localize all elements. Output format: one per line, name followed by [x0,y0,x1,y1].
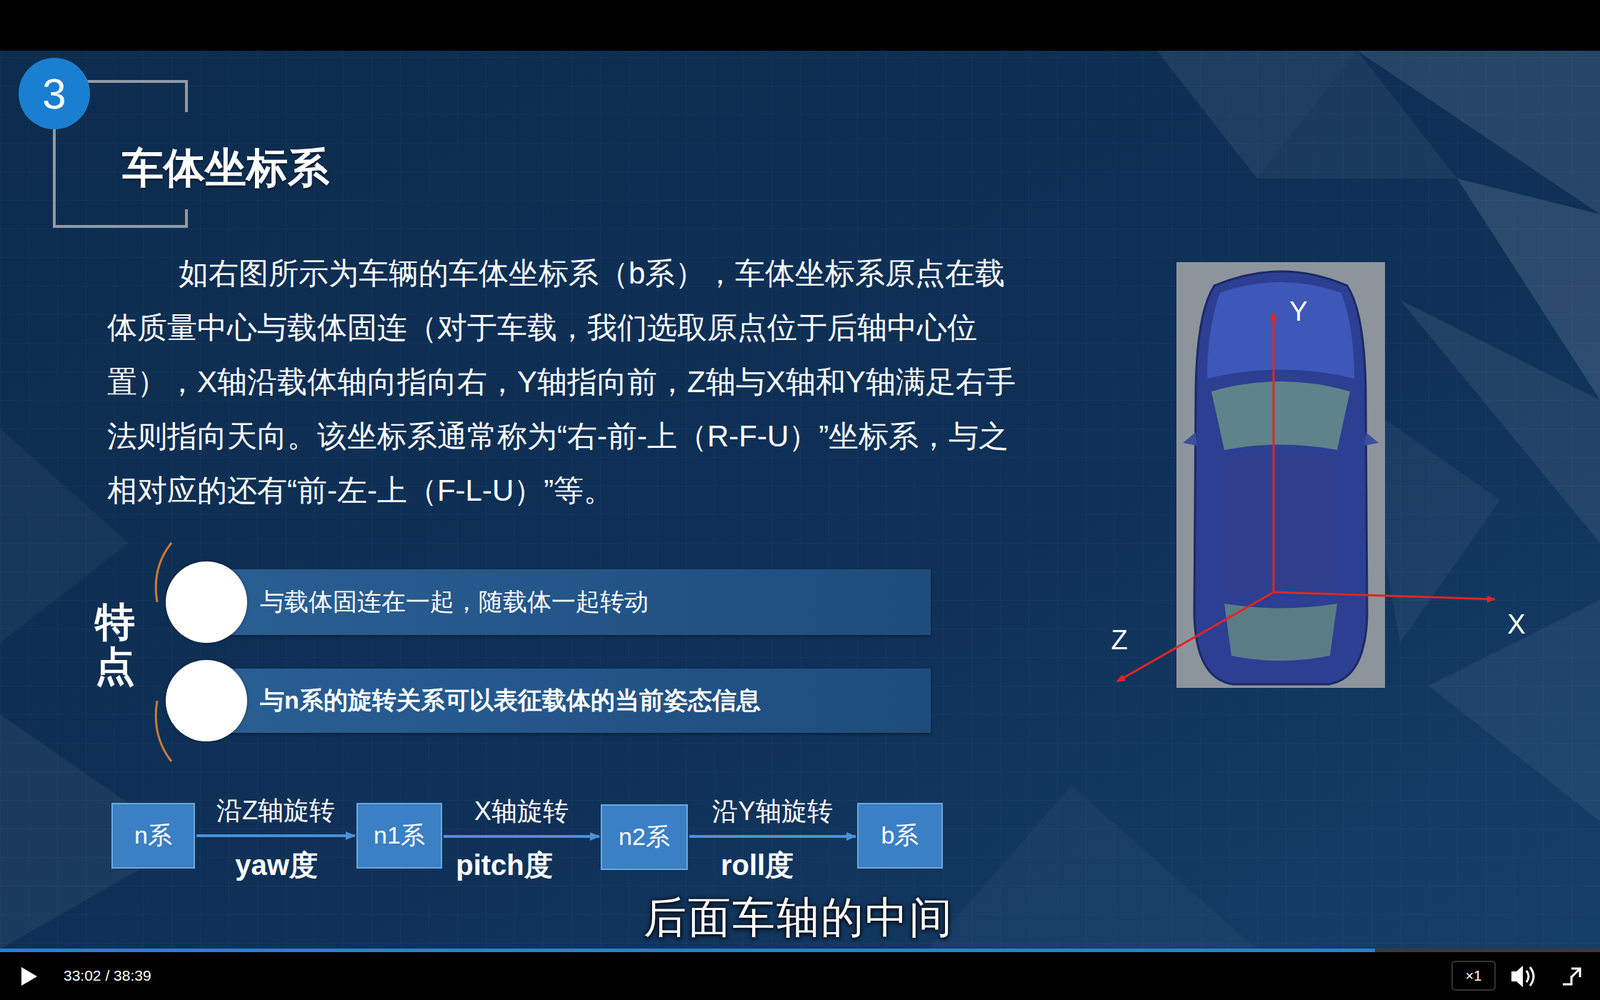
play-icon [21,967,38,986]
node-text: n1系 [373,819,425,853]
car-mirror [1182,432,1198,446]
triangle-pattern [0,50,1600,950]
car-mirror [1364,432,1379,446]
edge-label: X轴旋转 [474,794,569,830]
car-photo-ground [1176,262,1385,688]
edge-label: 沿Z轴旋转 [216,793,335,829]
car-rear-window [1224,603,1338,661]
player-time: 33:02 / 38:39 [63,967,152,985]
car-illustration [1176,262,1385,688]
player-speed: ×1 [1465,967,1483,985]
node-text: n系 [134,819,173,853]
speed-box [1452,961,1495,990]
axis-label: Z [1110,625,1128,656]
car-roof [1224,452,1338,597]
feature-band: 与n系的旋转关系可以表征载体的当前姿态信息 [204,668,931,733]
volume-icon [1511,965,1534,988]
edge-label: 沿Y轴旋转 [712,794,833,830]
body-paragraph: 如右图所示为车辆的车体坐标系（b系），车体坐标系原点在载体质量中心与载体固连（对… [107,246,1018,518]
axis-label: X [1507,609,1525,640]
frame-box: b系 [857,802,943,869]
slide-title: 车体坐标系 [122,140,330,197]
feature-heading: 特点 [95,600,135,688]
car-hood [1207,282,1355,379]
node-text: 3 [42,69,66,119]
node-text: b系 [881,819,920,853]
feature-band: 与载体固连在一起，随载体一起转动 [204,569,931,635]
node-text: n2系 [618,820,670,854]
player-bar [0,949,1600,1000]
angle-label: pitch度 [455,845,553,885]
fullscreen-icon [1562,968,1580,985]
car-windshield [1211,381,1350,450]
flow-arrow [689,835,856,838]
frame-box: n2系 [600,804,688,870]
flow-arrow [443,835,600,838]
frame-box: n系 [111,802,195,869]
angle-label: roll度 [720,845,794,885]
angle-label: yaw度 [235,845,318,885]
progress-fill [0,948,1375,953]
z-axis [1117,592,1274,682]
section-number: 3 [18,57,90,130]
axis-lines [1117,312,1495,682]
axis-label: Y [1289,296,1308,328]
flow-arrow [196,834,355,838]
node-text: 与n系的旋转关系可以表征载体的当前姿态信息 [260,684,761,718]
feature-circle [165,660,248,742]
top-bar [0,0,1600,51]
grid-pattern [0,50,1600,950]
progress-track [0,948,1600,953]
y-axis [1272,312,1275,593]
node-text: 与载体固连在一起，随载体一起转动 [260,585,649,619]
x-axis [1273,592,1495,600]
slide-ground [0,50,1600,950]
feature-circle [165,561,248,643]
bracket-arcs [155,542,172,762]
video-subtitle: 后面车轴的中间 [643,889,954,948]
frame-box: n1系 [356,802,443,869]
